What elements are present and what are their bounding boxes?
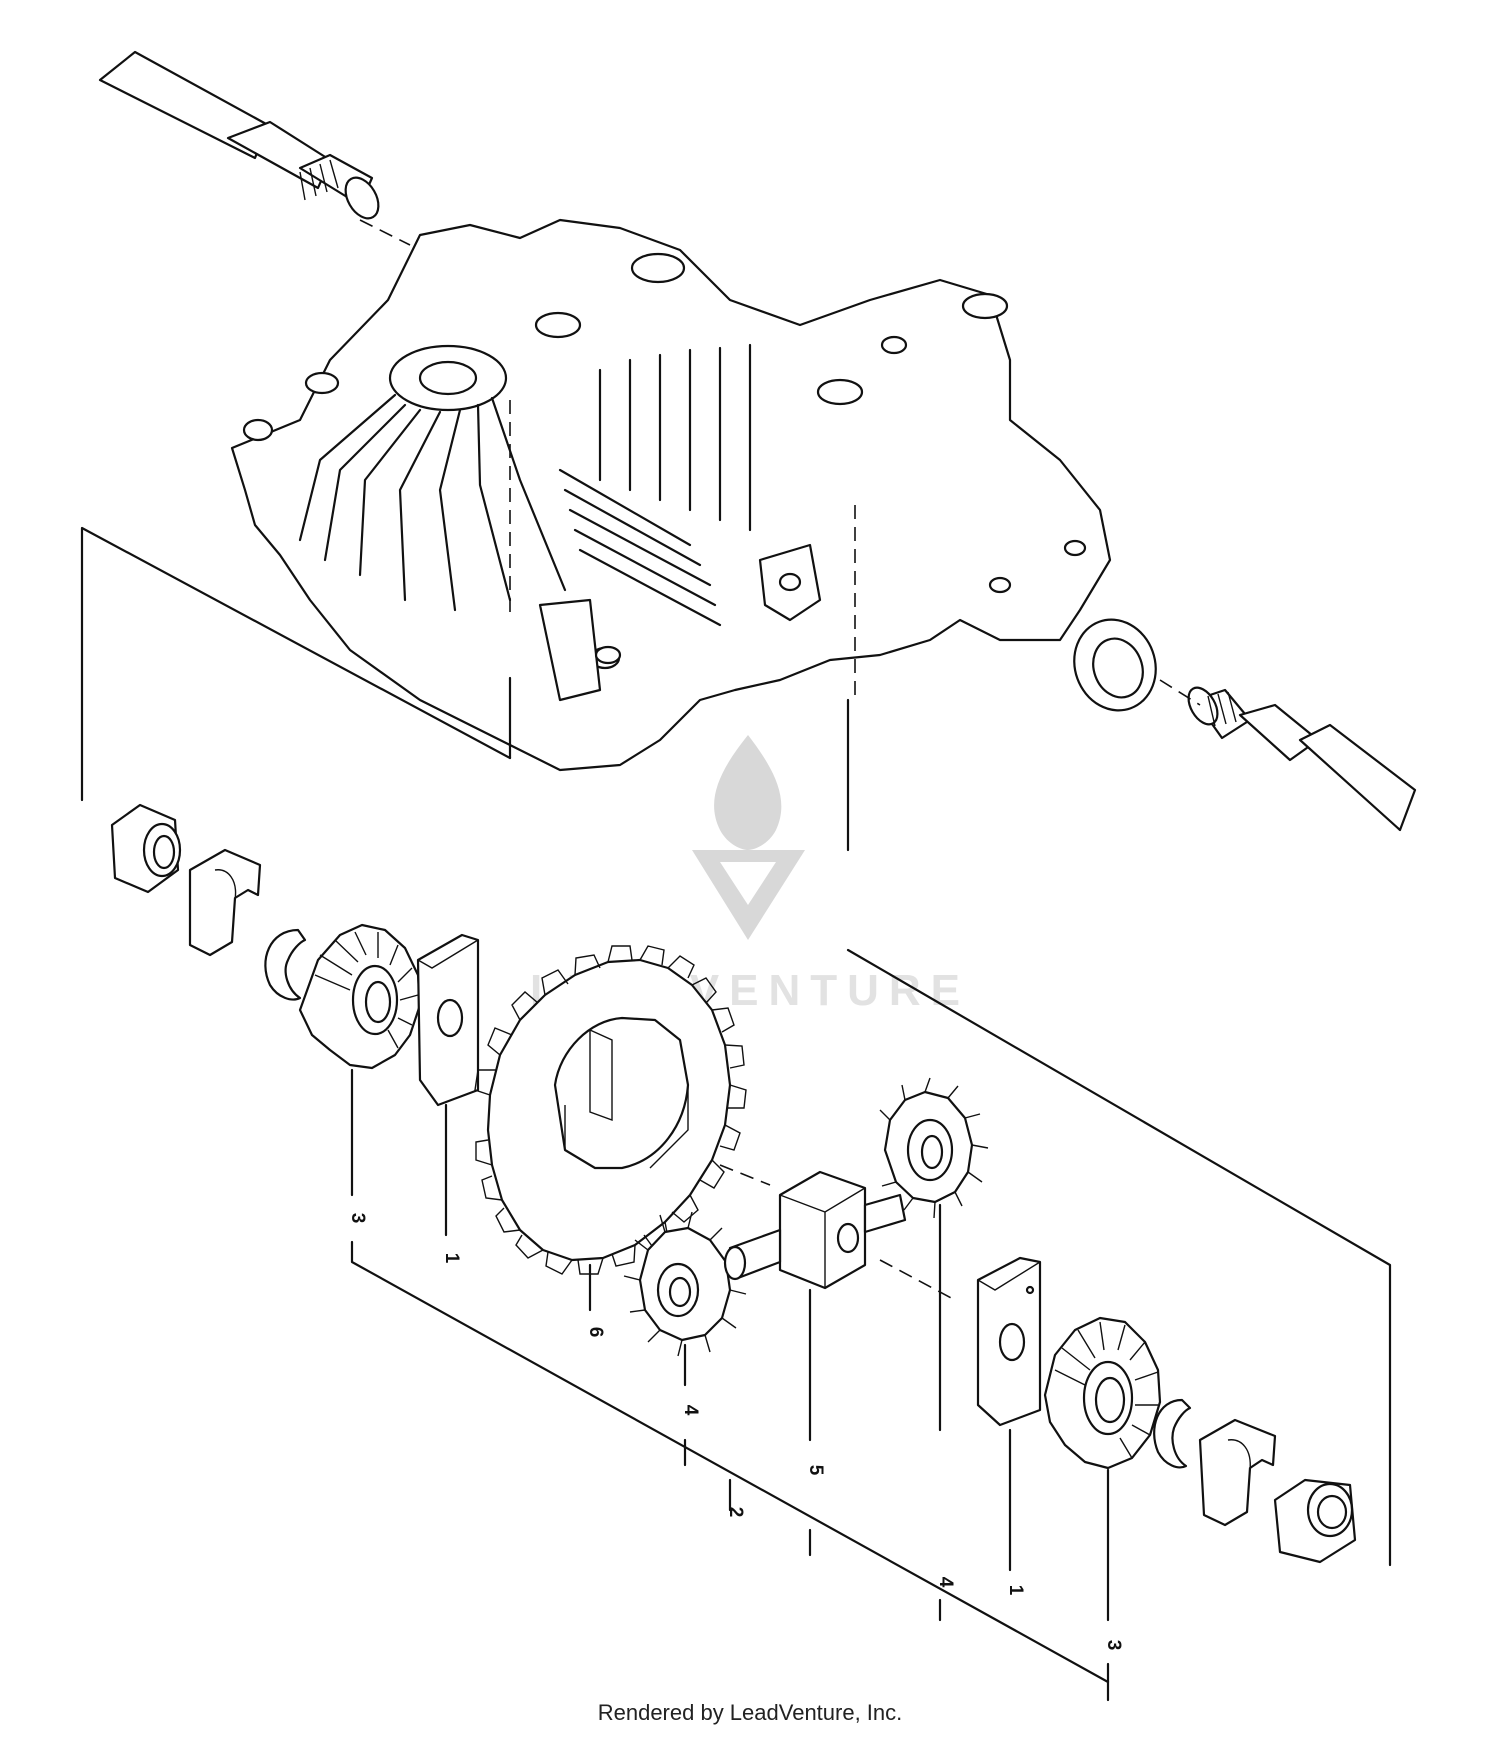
callout-4-right: 4 (935, 1577, 956, 1588)
right-thrust-block (976, 1256, 1042, 1427)
callout-4-lower: 4 (680, 1405, 701, 1416)
callout-2: 2 (725, 1507, 746, 1518)
right-bevel-gear (1043, 1316, 1162, 1470)
right-thrust-washer (1198, 1418, 1277, 1527)
callout-labels: 3 1 6 4 5 2 4 1 3 (347, 1213, 1124, 1651)
lower-pinion-gear (623, 1211, 747, 1357)
ring-gear (474, 945, 747, 1275)
right-snap-ring (1153, 1398, 1192, 1469)
right-axle-shaft (1187, 686, 1417, 832)
cross-block (723, 1170, 907, 1290)
left-thrust-washer (188, 848, 262, 957)
left-snap-ring (264, 928, 307, 1001)
left-thrust-block (416, 933, 480, 1107)
transaxle-housing (230, 218, 1157, 772)
callout-1-left: 1 (441, 1253, 462, 1264)
leader-lines (80, 219, 1392, 1567)
right-bushing (1273, 1478, 1357, 1564)
rendered-by-credit: Rendered by LeadVenture, Inc. (597, 1700, 903, 1725)
left-bushing (110, 803, 182, 894)
left-bevel-gear (298, 923, 422, 1070)
callout-6: 6 (585, 1327, 606, 1338)
callout-5: 5 (805, 1465, 826, 1476)
left-axle-shaft (98, 50, 380, 220)
callout-3-right: 3 (1103, 1640, 1124, 1651)
upper-pinion-gear (879, 1077, 989, 1219)
callout-3-left: 3 (347, 1213, 368, 1224)
callout-1-right: 1 (1005, 1585, 1026, 1596)
callout-leaders (350, 1068, 1110, 1702)
